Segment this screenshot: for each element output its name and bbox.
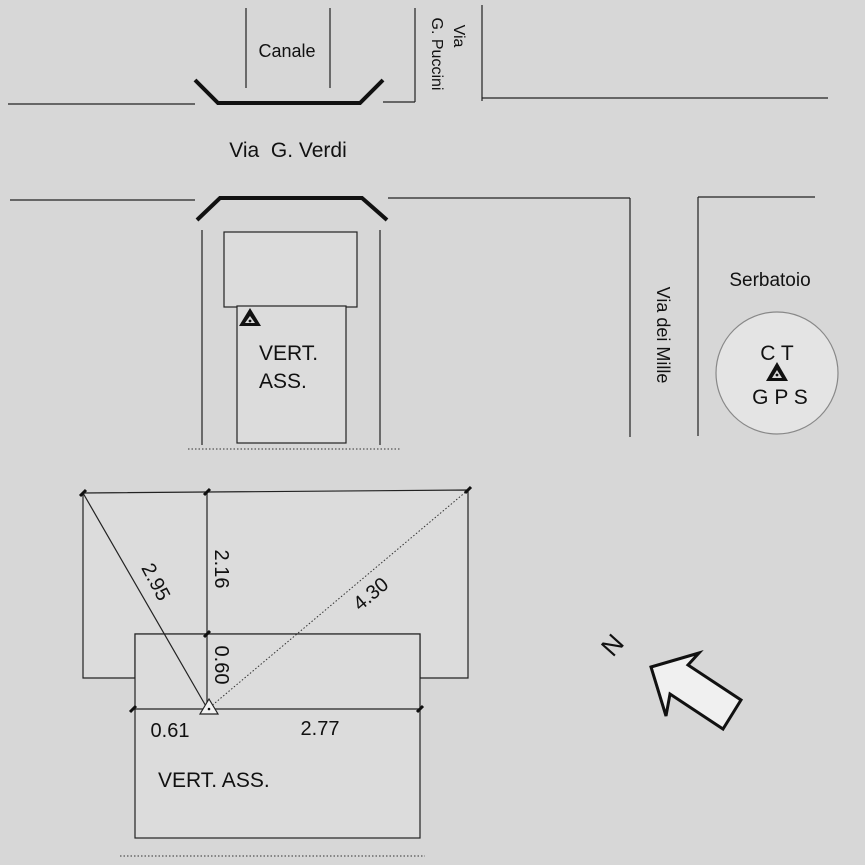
dim-label-horizontal-right: 2.77 <box>301 718 340 740</box>
via-mille-label: Via dei Mille <box>653 287 673 384</box>
via-puccini-label-line1: Via <box>450 25 467 48</box>
via-puccini-label-line2: G. Puccini <box>428 18 445 91</box>
benchmark-marker <box>239 308 261 326</box>
north-label: N <box>595 628 630 662</box>
north-arrow-icon <box>649 650 744 732</box>
dim-label-vertical-lower: 0.60 <box>210 646 232 685</box>
north-arrow: N <box>595 628 744 732</box>
dim-label-horizontal-left: 0.61 <box>151 720 190 742</box>
canal-label: Canale <box>258 41 315 61</box>
gps-label: G P S <box>752 386 808 409</box>
dim-tick <box>78 488 88 498</box>
dim-tick <box>128 704 138 714</box>
ct-label: C T <box>760 342 794 365</box>
dim-tick <box>463 485 473 495</box>
building-top-label-line2: ASS. <box>259 370 307 393</box>
bridge-south-rail <box>195 196 389 222</box>
detail-reference-point <box>198 697 220 715</box>
bridge-north-rail <box>193 78 385 105</box>
dim-label-vertical-upper: 2.16 <box>210 550 232 589</box>
site-plan: Canale Via G. Puccini Via G. Verdi VERT. <box>8 5 839 450</box>
dim-line-diag-left <box>82 492 208 709</box>
detail-drawing: 2.95 2.16 4.30 0.60 0.61 2.77 VERT. ASS. <box>78 485 473 857</box>
building-main <box>236 305 347 444</box>
building-annex <box>223 231 358 308</box>
serbatoio-label: Serbatoio <box>729 270 810 291</box>
dim-tick <box>202 629 212 639</box>
detail-building-label: VERT. ASS. <box>158 769 270 792</box>
gps-marker <box>766 362 788 381</box>
dim-tick <box>202 487 212 497</box>
via-verdi-label: Via G. Verdi <box>229 139 347 162</box>
detail-building-main <box>134 633 421 839</box>
dim-line-diag-right <box>208 489 469 709</box>
building-top-label-line1: VERT. <box>259 342 318 365</box>
dim-tick <box>415 704 425 714</box>
